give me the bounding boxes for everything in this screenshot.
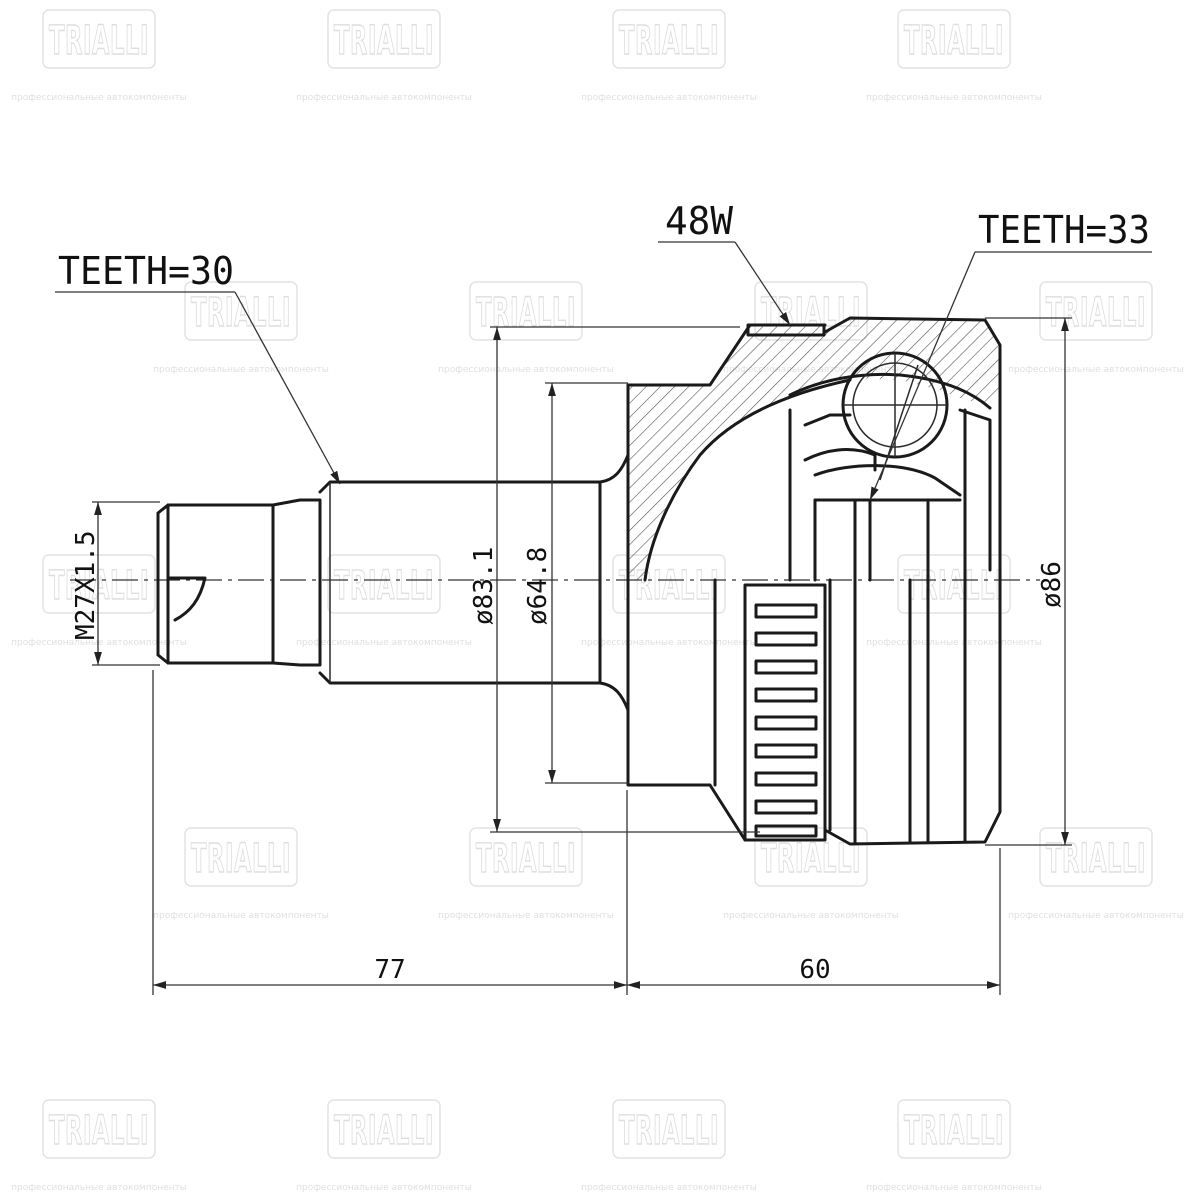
svg-text:профессиональные автокомпонент: профессиональные автокомпоненты — [438, 911, 614, 921]
watermark-logo: TRIALLI профессиональные автокомпоненты — [296, 554, 472, 648]
watermark-logo: TRIALLI профессиональные автокомпоненты — [153, 281, 329, 375]
watermark-logo: TRIALLI профессиональные автокомпоненты — [11, 1099, 187, 1193]
watermark-logo: TRIALLI профессиональные автокомпоненты — [866, 9, 1042, 103]
teeth-left-label: TEETH=30 — [58, 249, 234, 293]
svg-text:TRIALLI: TRIALLI — [1046, 836, 1146, 882]
svg-text:TRIALLI: TRIALLI — [476, 836, 576, 882]
svg-text:TRIALLI: TRIALLI — [191, 836, 291, 882]
outer-diameter-label: ø83.1 — [469, 547, 499, 625]
stub-shaft — [156, 453, 630, 712]
watermark-grid: TRIALLI профессиональные автокомпоненты T… — [11, 9, 1184, 1193]
svg-text:TRIALLI: TRIALLI — [334, 1108, 434, 1154]
watermark-logo: TRIALLI профессиональные автокомпоненты — [1008, 281, 1184, 375]
svg-text:профессиональные автокомпонент: профессиональные автокомпоненты — [581, 93, 757, 103]
dimension-shaft-length: 77 — [152, 670, 628, 995]
svg-text:TRIALLI: TRIALLI — [904, 1108, 1004, 1154]
svg-text:TRIALLI: TRIALLI — [476, 290, 576, 336]
svg-text:профессиональные автокомпонент: профессиональные автокомпоненты — [296, 93, 472, 103]
svg-text:профессиональные автокомпонент: профессиональные автокомпоненты — [11, 1183, 187, 1193]
svg-text:профессиональные автокомпонент: профессиональные автокомпоненты — [11, 93, 187, 103]
svg-text:профессиональные автокомпонент: профессиональные автокомпоненты — [866, 638, 1042, 648]
thread-dimension-label: M27X1.5 — [71, 530, 101, 640]
watermark-logo: TRIALLI профессиональные автокомпоненты — [438, 281, 614, 375]
svg-text:профессиональные автокомпонент: профессиональные автокомпоненты — [866, 93, 1042, 103]
watermark-logo: TRIALLI профессиональные автокомпоненты — [723, 827, 899, 921]
callout-teeth-left: TEETH=30 — [55, 249, 341, 485]
abs-tone-ring — [743, 583, 827, 842]
watermark-logo: TRIALLI профессиональные автокомпоненты — [438, 827, 614, 921]
housing-length-label: 60 — [799, 955, 830, 985]
watermark-logo: TRIALLI профессиональные автокомпоненты — [153, 827, 329, 921]
watermark-logo: TRIALLI профессиональные автокомпоненты — [866, 1099, 1042, 1193]
watermark-logo: TRIALLI профессиональные автокомпоненты — [11, 9, 187, 103]
svg-text:профессиональные автокомпонент: профессиональные автокомпоненты — [438, 365, 614, 375]
svg-text:профессиональные автокомпонент: профессиональные автокомпоненты — [866, 1183, 1042, 1193]
svg-text:TRIALLI: TRIALLI — [1046, 290, 1146, 336]
svg-text:профессиональные автокомпонент: профессиональные автокомпоненты — [1008, 911, 1184, 921]
svg-text:профессиональные автокомпонент: профессиональные автокомпоненты — [723, 911, 899, 921]
svg-text:профессиональные автокомпонент: профессиональные автокомпоненты — [296, 638, 472, 648]
svg-text:профессиональные автокомпонент: профессиональные автокомпоненты — [581, 638, 757, 648]
shaft-length-label: 77 — [374, 955, 405, 985]
svg-text:профессиональные автокомпонент: профессиональные автокомпоненты — [296, 1183, 472, 1193]
svg-text:профессиональные автокомпонент: профессиональные автокомпоненты — [581, 1183, 757, 1193]
callout-abs: 48W — [658, 199, 791, 326]
dimension-housing-length: 60 — [627, 848, 1001, 995]
teeth-right-label: TEETH=33 — [978, 208, 1150, 252]
dimension-housing-diameter: ø86 — [985, 317, 1072, 846]
dimension-thread: M27X1.5 — [71, 501, 160, 666]
watermark-logo: TRIALLI профессиональные автокомпоненты — [581, 1099, 757, 1193]
svg-text:профессиональные автокомпонент: профессиональные автокомпоненты — [153, 365, 329, 375]
svg-text:TRIALLI: TRIALLI — [49, 18, 149, 64]
watermark-logo: TRIALLI профессиональные автокомпоненты — [581, 9, 757, 103]
watermark-logo: TRIALLI профессиональные автокомпоненты — [296, 1099, 472, 1193]
svg-text:профессиональные автокомпонент: профессиональные автокомпоненты — [1008, 365, 1184, 375]
svg-text:TRIALLI: TRIALLI — [334, 563, 434, 609]
svg-text:TRIALLI: TRIALLI — [334, 18, 434, 64]
svg-text:TRIALLI: TRIALLI — [619, 18, 719, 64]
inner-diameter-label: ø64.8 — [523, 547, 553, 625]
svg-text:профессиональные автокомпонент: профессиональные автокомпоненты — [153, 911, 329, 921]
svg-text:TRIALLI: TRIALLI — [761, 836, 861, 882]
dimension-inner-diameter: ø64.8 — [523, 382, 628, 784]
callout-teeth-right: TEETH=33 — [869, 208, 1152, 501]
svg-text:TRIALLI: TRIALLI — [619, 1108, 719, 1154]
svg-text:TRIALLI: TRIALLI — [904, 18, 1004, 64]
svg-text:TRIALLI: TRIALLI — [191, 290, 291, 336]
watermark-logo: TRIALLI профессиональные автокомпоненты — [866, 554, 1042, 648]
housing-diameter-label: ø86 — [1037, 561, 1067, 608]
dimension-outer-diameter: ø83.1 — [469, 326, 760, 833]
outer-housing — [626, 316, 1002, 846]
watermark-logo: TRIALLI профессиональные автокомпоненты — [296, 9, 472, 103]
svg-text:TRIALLI: TRIALLI — [904, 563, 1004, 609]
watermark-logo: TRIALLI профессиональные автокомпоненты — [1008, 827, 1184, 921]
svg-text:TRIALLI: TRIALLI — [49, 1108, 149, 1154]
abs-teeth-label: 48W — [665, 199, 733, 243]
